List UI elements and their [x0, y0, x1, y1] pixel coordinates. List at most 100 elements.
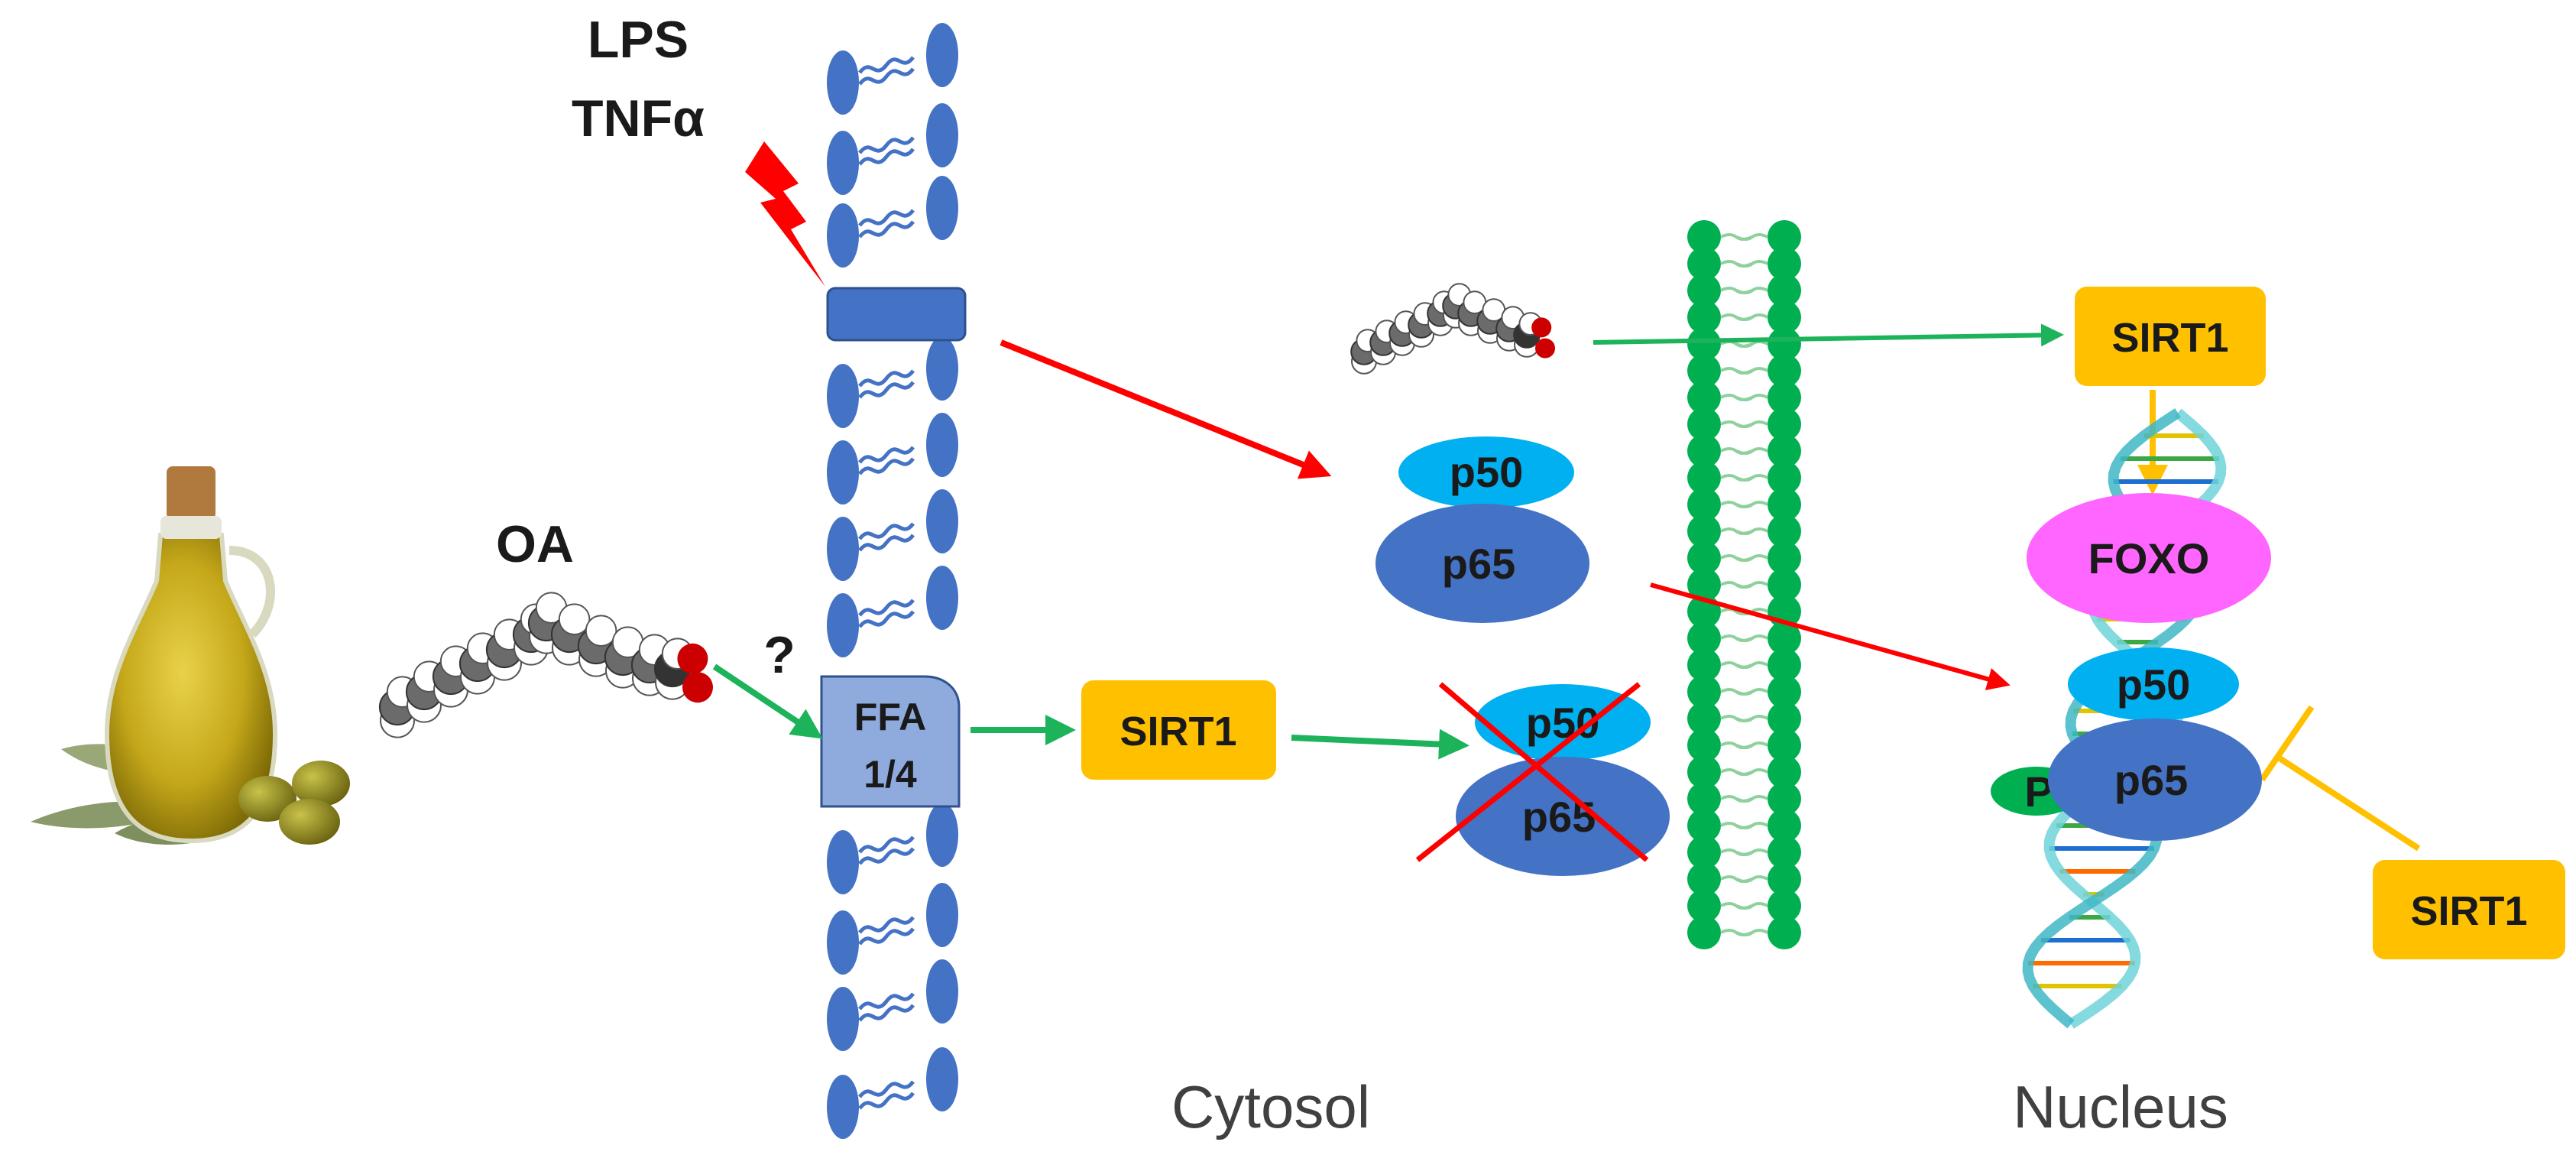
- nuclear-lipid-head-outer: [1687, 916, 1721, 949]
- phospholipid-tail: [858, 148, 915, 166]
- plasma-membrane: [827, 23, 958, 1139]
- nuclear-lipid-tail: [1736, 420, 1768, 428]
- nuclear-lipid-tail: [1736, 313, 1768, 321]
- svg-text:SIRT1: SIRT1: [2111, 315, 2228, 361]
- nuclear-lipid-head-outer: [1687, 862, 1721, 896]
- nuclear-lipid-tail: [1736, 233, 1768, 241]
- nuclear-lipid-tail: [1736, 581, 1768, 589]
- phospholipid-head-right: [926, 803, 958, 867]
- phospholipid-head-right: [926, 23, 958, 87]
- olive-oil-bottle-icon: [31, 466, 350, 845]
- svg-text:FOXO: FOXO: [2088, 534, 2210, 582]
- oxygen-atom: [1535, 338, 1555, 359]
- ffa-label-line1: FFA: [854, 696, 926, 738]
- phospholipid-tail: [858, 136, 915, 154]
- nuclear-lipid-head-inner: [1768, 247, 1801, 281]
- nuclear-lipid-tail: [1736, 768, 1768, 776]
- phospholipid-head-right: [926, 489, 958, 553]
- phospholipid-head-left: [827, 440, 859, 505]
- svg-text:SIRT1: SIRT1: [1120, 709, 1236, 754]
- phospholipid-tail: [858, 610, 915, 628]
- svg-text:p50: p50: [1450, 448, 1524, 496]
- nuclear-lipid-head-inner: [1768, 434, 1801, 468]
- foxo: [2027, 493, 2271, 623]
- nuclear-lipid-head-outer: [1687, 434, 1721, 468]
- p50-upper: [1398, 436, 1574, 508]
- nuclear-lipid-head-inner: [1768, 220, 1801, 254]
- nuclear-lipid-head-inner: [1768, 514, 1801, 548]
- phospholipid-head-right: [926, 413, 958, 477]
- p65-nucleus: [2048, 719, 2262, 841]
- nucleus-label: Nucleus: [2013, 1073, 2228, 1140]
- nuclear-lipid-head-outer: [1687, 782, 1721, 816]
- nuclear-lipid-head-inner: [1768, 568, 1801, 602]
- phospholipid-head-left: [827, 131, 859, 195]
- sirt1-nuclear-top-box: [2075, 287, 2266, 386]
- nuclear-lipid-head-outer: [1687, 728, 1721, 762]
- nuclear-lipid-tail: [1736, 902, 1768, 910]
- receptor-bar: [826, 287, 967, 342]
- oxygen-atom: [682, 672, 713, 703]
- nuclear-lipid-head-inner: [1768, 916, 1801, 949]
- nuclear-lipid-tail: [1736, 822, 1768, 829]
- sirt1-nuclear-bottom-box: [2373, 860, 2565, 959]
- nuclear-lipid-head-inner: [1768, 728, 1801, 762]
- phospholipid-tail: [858, 369, 915, 388]
- phospholipid-head-left: [827, 593, 859, 657]
- phospholipid-head-left: [827, 203, 859, 268]
- arrow-nfkb-to-nucleus: [1650, 582, 2011, 690]
- p50-nucleus: [2068, 647, 2239, 721]
- nuclear-lipid-head-outer: [1687, 354, 1721, 388]
- nuclear-lipid-head-inner: [1768, 862, 1801, 896]
- nuclear-lipid-head-outer: [1687, 407, 1721, 441]
- nuclear-lipid-head-outer: [1687, 621, 1721, 655]
- phospholipid-tail: [858, 56, 915, 74]
- phospholipid-tail: [858, 381, 915, 399]
- cytosol-label: Cytosol: [1171, 1073, 1370, 1140]
- lps-label: LPS: [588, 11, 689, 69]
- nuclear-lipid-head-inner: [1768, 702, 1801, 735]
- phospholipid-head-right: [926, 566, 958, 630]
- oxygen-atom: [677, 643, 708, 674]
- nuclear-lipid-head-outer: [1687, 274, 1721, 307]
- nuclear-lipid-tail: [1736, 501, 1768, 508]
- nuclear-lipid-head-outer: [1687, 889, 1721, 923]
- nuclear-lipid-head-inner: [1768, 488, 1801, 521]
- nuclear-lipid-tail: [1736, 474, 1768, 482]
- phospholipid-tail: [858, 927, 915, 946]
- nuclear-lipid-head-outer: [1687, 835, 1721, 869]
- lightning-bolt-icon: [745, 141, 825, 287]
- phospholipid-tail: [858, 1004, 915, 1022]
- phospholipid-head-right: [926, 176, 958, 240]
- nuclear-lipid-head-inner: [1768, 354, 1801, 388]
- nuclear-lipid-head-inner: [1768, 274, 1801, 307]
- nuclear-lipid-head-inner: [1768, 675, 1801, 709]
- phospholipid-tail: [858, 446, 915, 464]
- svg-text:p65: p65: [1522, 793, 1596, 841]
- phospholipid-head-right: [926, 959, 958, 1024]
- phospholipid-tail: [858, 599, 915, 617]
- inhibition-sirt1-to-p65: [2259, 705, 2421, 852]
- phospholipid-head-right: [926, 883, 958, 947]
- nuclear-lipid-tail: [1736, 661, 1768, 669]
- phospholipid-head-left: [827, 50, 859, 115]
- nuclear-lipid-tail: [1736, 688, 1768, 696]
- nuclear-lipid-head-outer: [1687, 327, 1721, 361]
- nuclear-lipid-tail: [1736, 367, 1768, 375]
- arrow-receptor-to-nfkb: [1000, 339, 1332, 479]
- phospholipid-tail: [858, 1080, 915, 1098]
- nuclear-lipid-tail: [1736, 340, 1768, 348]
- phospholipid-tail: [858, 220, 915, 238]
- phospholipid-tail: [858, 835, 915, 854]
- phospholipid-head-left: [827, 364, 859, 428]
- phospholipid-head-right: [926, 103, 958, 167]
- nuclear-lipid-head-outer: [1687, 755, 1721, 789]
- nuclear-lipid-head-inner: [1768, 809, 1801, 842]
- nuclear-lipid-tail: [1736, 527, 1768, 535]
- oleic-acid-molecule-icon: [378, 592, 713, 738]
- nuclear-lipid-head-inner: [1768, 782, 1801, 816]
- tnfa-label: TNFα: [572, 89, 705, 148]
- phospholipid-tail: [858, 209, 915, 227]
- nuclear-lipid-head-outer: [1687, 541, 1721, 575]
- phospholipid-head-left: [827, 987, 859, 1051]
